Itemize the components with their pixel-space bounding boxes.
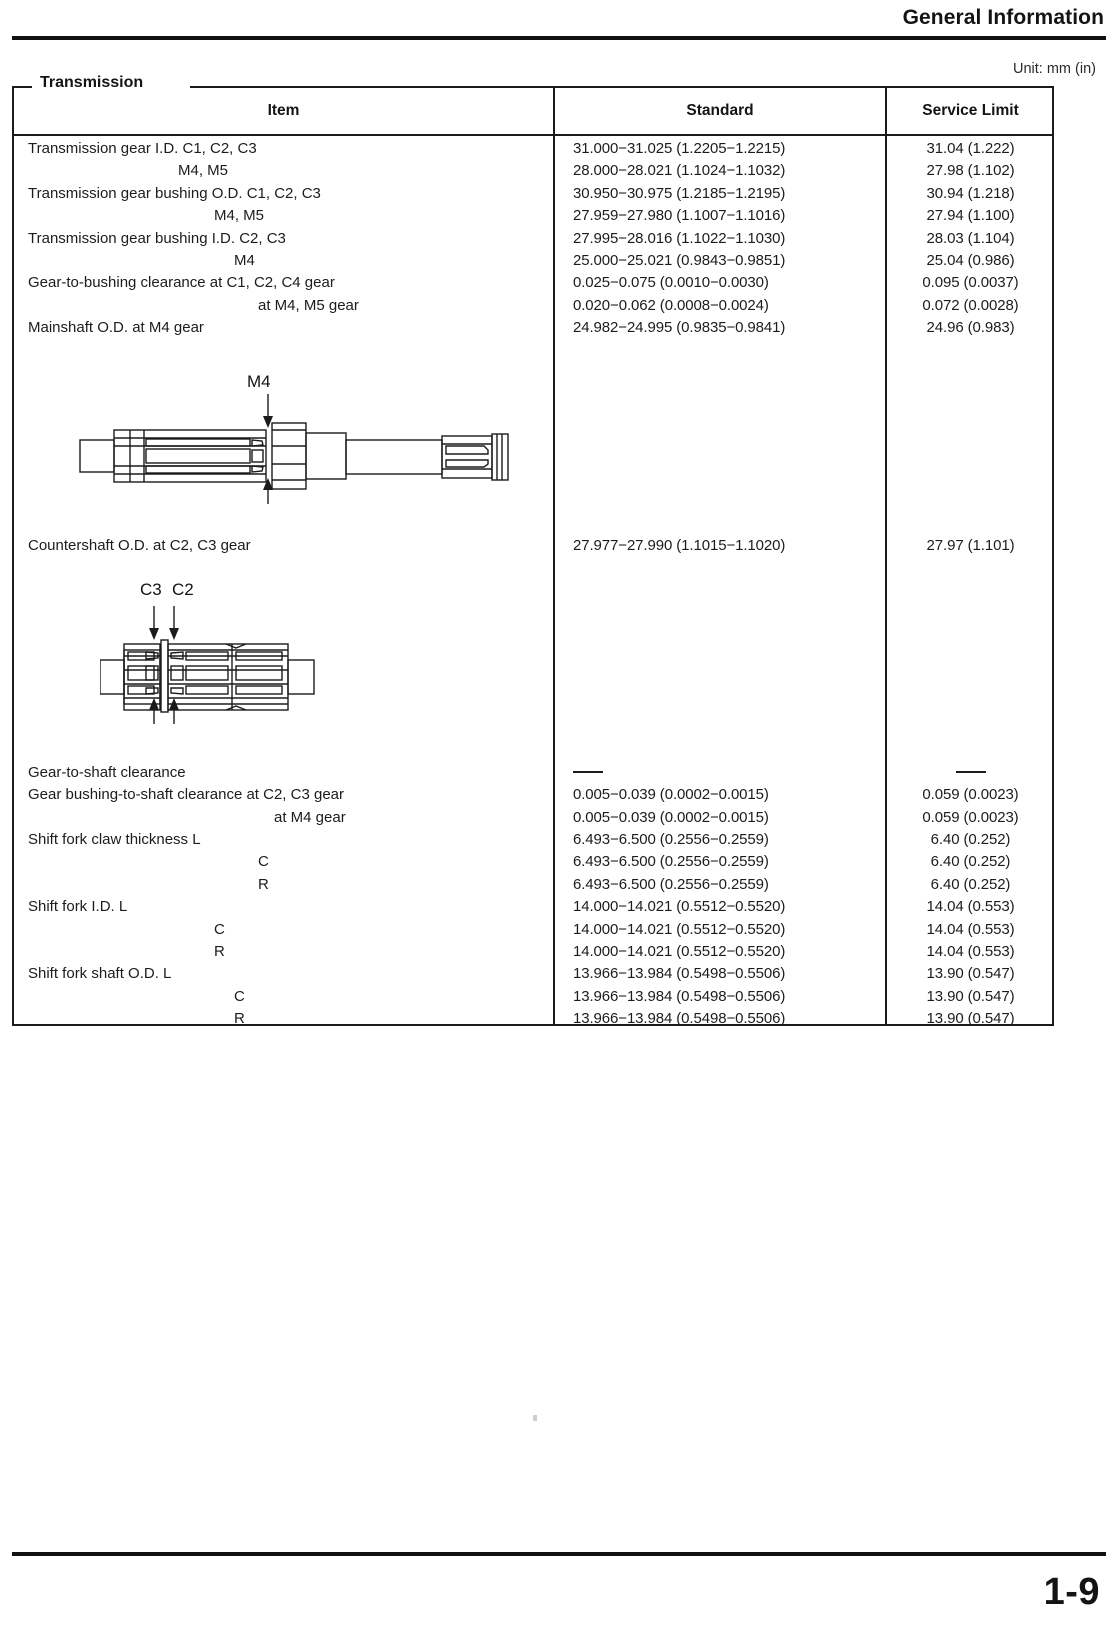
table-cell: 27.94 (1.100) (926, 207, 1015, 225)
table-cell: 27.97 (1.101) (926, 536, 1015, 554)
table-cell: Gear bushing-to-shaft clearance at C2, C… (28, 786, 345, 804)
figure-spacer (887, 557, 1054, 762)
table-cell: Shift fork claw thickness L (28, 831, 201, 849)
header-row-divider (14, 134, 1052, 136)
table-cell: at M4 gear (274, 808, 346, 826)
table-cell: 31.000−31.025 (1.2205−1.2215) (573, 140, 786, 157)
table-cell: 30.94 (1.218) (926, 184, 1015, 202)
transmission-spec-table: Item Standard Service Limit Transmission… (12, 86, 1054, 1027)
table-cell: Shift fork shaft O.D. L (28, 965, 172, 983)
mainshaft-drawing (79, 394, 509, 504)
unit-note: Unit: mm (in) (1013, 61, 1096, 77)
table-caption: Transmission (34, 74, 150, 92)
table-cell: at M4, M5 gear (258, 296, 359, 314)
item-column-body: Transmission gear I.D. C1, C2, C3 M4, M5 T… (28, 138, 543, 1031)
table-cell: R (234, 1010, 245, 1028)
table-cell: Mainshaft O.D. at M4 gear (28, 319, 204, 337)
table-cell: 14.04 (0.553) (926, 920, 1015, 938)
figure-spacer (555, 557, 885, 762)
table-cell: Countershaft O.D. at C2, C3 gear (28, 536, 251, 554)
table-cell: 27.959−27.980 (1.1007−1.1016) (573, 207, 786, 225)
countershaft-label-c3: C3 (140, 580, 162, 599)
column-header-item: Item (267, 102, 300, 119)
table-cell: 0.005−0.039 (0.0002−0.0015) (573, 786, 769, 804)
footer-rule (12, 1552, 1106, 1556)
table-cell: 6.493−6.500 (0.2556−0.2559) (573, 875, 769, 893)
table-cell: 14.000−14.021 (0.5512−0.5520) (573, 943, 786, 961)
table-cell: R (214, 943, 225, 961)
table-cell: M4, M5 (178, 162, 229, 180)
table-cell: 0.059 (0.0023) (922, 786, 1019, 804)
table-cell: 14.04 (0.553) (926, 898, 1015, 916)
table-cell: 14.000−14.021 (0.5512−0.5520) (573, 898, 786, 916)
table-cell: M4, M5 (214, 207, 265, 225)
column-header-service-limit: Service Limit (922, 102, 1019, 119)
table-cell: 13.90 (0.547) (926, 1010, 1015, 1028)
column-divider-standard (553, 88, 555, 1024)
table-cell: 6.40 (0.252) (930, 875, 1011, 893)
table-cell: 24.982−24.995 (0.9835−0.9841) (573, 319, 786, 337)
table-cell: 13.90 (0.547) (926, 965, 1015, 983)
countershaft-drawing (99, 606, 315, 724)
column-divider-service-limit (885, 88, 887, 1024)
figure-spacer (555, 340, 885, 535)
table-cell: 13.966−13.984 (0.5498−0.5506) (573, 987, 786, 1005)
table-cell: 6.493−6.500 (0.2556−0.2559) (573, 831, 769, 849)
table-cell: 0.025−0.075 (0.0010−0.0030) (573, 274, 769, 292)
table-cell: 13.966−13.984 (0.5498−0.5506) (573, 1010, 786, 1028)
table-cell: 25.04 (0.986) (926, 251, 1015, 269)
table-cell: 30.950−30.975 (1.2185−1.2195) (573, 184, 786, 202)
table-cell: 6.40 (0.252) (930, 831, 1011, 849)
table-cell: M4 (234, 251, 255, 269)
figure-spacer (887, 340, 1054, 535)
table-cell: 24.96 (0.983) (926, 319, 1015, 337)
table-cell: 25.000−25.021 (0.9843−0.9851) (573, 251, 786, 269)
table-cell: 0.072 (0.0028) (922, 296, 1019, 314)
column-header-standard: Standard (686, 102, 754, 119)
empty-value-dash (573, 770, 603, 773)
countershaft-figure: C3 C2 (99, 578, 500, 728)
scan-speck (533, 1415, 537, 1421)
table-cell (887, 762, 1054, 784)
standard-column-body: 31.000−31.025 (1.2205−1.2215) 28.000−28.0… (555, 138, 885, 1031)
table-cell: 0.020−0.062 (0.0008−0.0024) (573, 296, 769, 314)
table-cell: 0.095 (0.0037) (922, 274, 1019, 292)
table-cell: Transmission gear I.D. C1, C2, C3 (28, 140, 257, 157)
table-cell (555, 762, 885, 784)
countershaft-label-c2: C2 (172, 580, 194, 599)
table-cell: 0.005−0.039 (0.0002−0.0015) (573, 808, 769, 826)
table-cell: 27.98 (1.102) (926, 162, 1015, 180)
table-cell: 27.995−28.016 (1.1022−1.1030) (573, 229, 786, 247)
table-cell: 6.40 (0.252) (930, 853, 1011, 871)
table-cell: 28.000−28.021 (1.1024−1.1032) (573, 162, 786, 180)
table-cell: 0.059 (0.0023) (922, 808, 1019, 826)
page-header-title: General Information (902, 6, 1104, 29)
table-cell: C (258, 853, 269, 871)
mainshaft-label-m4: M4 (247, 372, 271, 391)
mainshaft-figure: M4 (60, 368, 520, 508)
table-cell: Transmission gear bushing O.D. C1, C2, C… (28, 184, 321, 202)
table-cell: Gear-to-bushing clearance at C1, C2, C4 … (28, 274, 335, 292)
table-cell: 28.03 (1.104) (926, 229, 1015, 247)
table-cell: 13.966−13.984 (0.5498−0.5506) (573, 965, 786, 983)
service-limit-column-body: 31.04 (1.222) 27.98 (1.102) 30.94 (1.218) 2… (887, 138, 1054, 1031)
table-cell: Shift fork I.D. L (28, 898, 128, 916)
table-cell: R (258, 875, 269, 893)
table-cell: Gear-to-shaft clearance (28, 763, 186, 781)
table-cell: 14.04 (0.553) (926, 943, 1015, 961)
table-cell: C (214, 920, 225, 938)
page-number: 1-9 (1043, 1571, 1100, 1613)
table-cell: 31.04 (1.222) (926, 140, 1015, 157)
table-cell: 14.000−14.021 (0.5512−0.5520) (573, 920, 786, 938)
table-cell: 6.493−6.500 (0.2556−0.2559) (573, 853, 769, 871)
table-cell: 13.90 (0.547) (926, 987, 1015, 1005)
table-cell: Transmission gear bushing I.D. C2, C3 (28, 229, 286, 247)
header-rule (12, 36, 1106, 40)
table-cell: 27.977−27.990 (1.1015−1.1020) (573, 536, 786, 554)
table-cell: C (234, 987, 245, 1005)
empty-value-dash (955, 770, 986, 773)
